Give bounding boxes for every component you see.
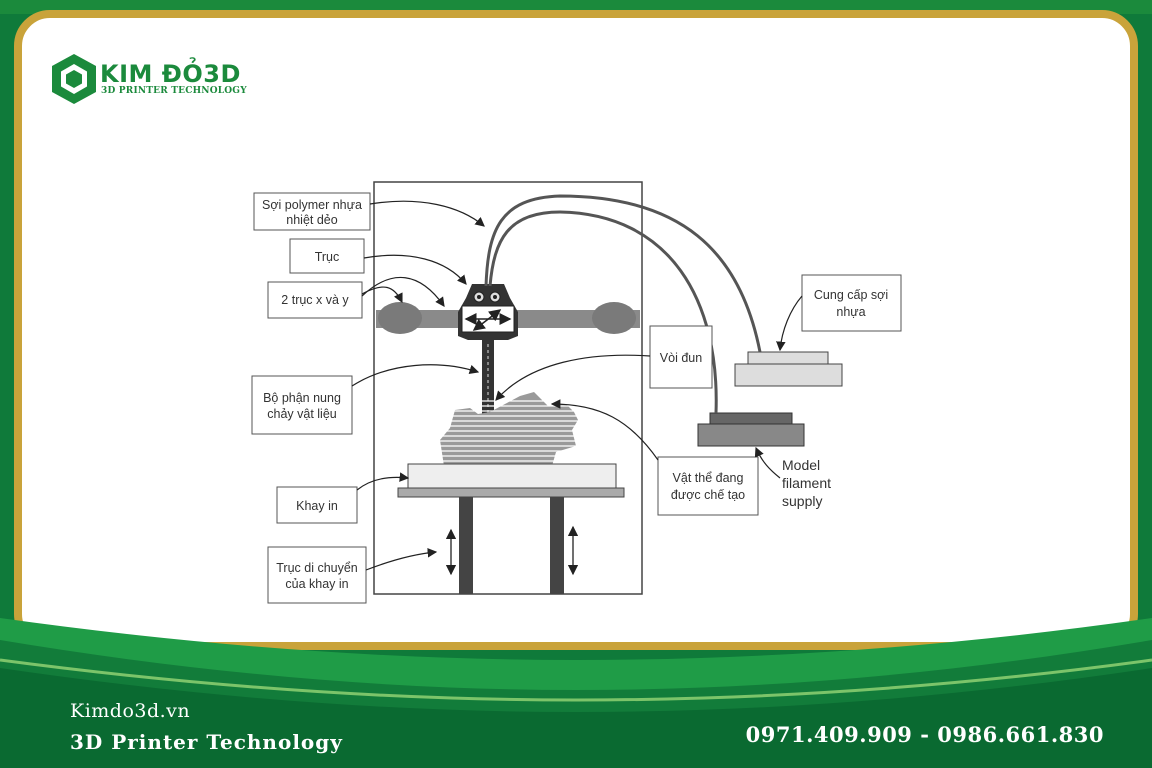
label-box-shaft [289,238,365,274]
label-supply-line2: nhựa [836,305,865,319]
footer-slogan: 3D Printer Technology [70,730,343,754]
label-xy: 2 trục x và y [281,293,349,307]
label-box-nozzle [649,325,713,389]
brand-name: KIM ĐỎ3D [100,60,241,88]
print-tray [407,463,617,489]
label-tray-axis-line2: của khay in [285,577,348,591]
printer-frame [373,181,643,595]
filament-tube-1 [484,194,762,353]
label-shaft: Trục [315,250,340,264]
brand-logo-icon [52,54,96,104]
brand-name-accent: 3D [203,60,241,88]
arrow-filament [369,200,485,227]
label-model-line3: supply [782,493,822,509]
label-box-heater [251,375,353,435]
label-tray: Khay in [296,499,338,513]
label-model-line2: filament [782,475,831,491]
tray-leg-right [550,497,564,594]
footer-website[interactable]: Kimdo3d.vn [70,700,191,722]
arrow-tray-axis [365,547,438,571]
arrow-xy-head [361,276,445,307]
label-box-tray-axis [267,546,367,604]
label-nozzle: Vòi đun [660,351,702,365]
leader-arrows [351,200,803,571]
arrow-tray [356,472,410,491]
extruder-head [458,284,518,424]
label-box-filament [253,192,371,231]
supply-box-top-base [734,363,843,387]
printed-object [440,392,580,466]
label-supply-line1: Cung cấp sợi [814,288,888,302]
tray-leg-left [459,497,473,594]
label-model-line1: Model [782,457,820,473]
label-heater-line2: chảy vật liệu [267,407,337,421]
rail-wheel-left [378,302,422,334]
brand-name-main: KIM ĐỎ [100,60,204,88]
tray-base [397,487,625,498]
label-box-supply [801,274,902,332]
footer-phones[interactable]: 0971.409.909 - 0986.661.830 [745,722,1104,747]
arrow-supply [776,295,803,352]
label-object-line2: được chế tạo [671,488,745,502]
rail-wheel-right [592,302,636,334]
arrow-heater [351,364,480,387]
brand-tagline: 3D PRINTER TECHNOLOGY [101,86,247,96]
model-supply-box [709,412,793,425]
label-object-line1: Vật thể đang [673,471,744,485]
arrow-shaft [363,254,467,285]
label-tray-axis-line1: Trục di chuyển [276,561,358,575]
label-heater-line1: Bộ phận nung [263,391,341,405]
label-box-object [657,456,759,516]
label-filament-line1: Sợi polymer nhựa [262,198,362,212]
label-box-xy [267,281,363,319]
model-supply-box-base [697,423,805,447]
arrow-nozzle [495,354,651,401]
label-box-tray [276,486,358,524]
arrow-model [754,446,781,479]
label-filament-line2: nhiệt dẻo [286,213,337,227]
arrow-xy-rail [361,286,403,304]
supply-box-top [747,351,829,365]
arrow-object [550,399,659,461]
